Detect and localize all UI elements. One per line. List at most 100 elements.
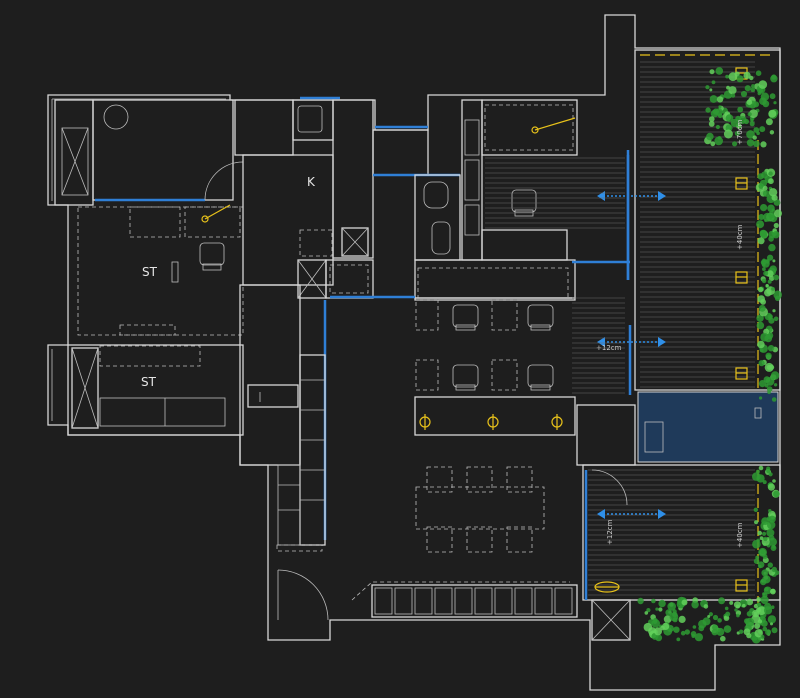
plant-leaf: [753, 141, 760, 148]
plant-leaf: [725, 607, 729, 611]
pond: [638, 392, 778, 462]
plant-leaf: [764, 289, 772, 297]
plant-leaf: [759, 466, 764, 471]
plant-leaf: [724, 625, 732, 633]
plant-leaf: [760, 204, 767, 211]
plant-leaf: [724, 130, 733, 139]
plant-leaf: [772, 231, 779, 238]
plant-leaf: [745, 85, 751, 91]
plant-leaf: [764, 606, 772, 614]
plant-leaf: [754, 508, 758, 512]
shelf-unit: [395, 588, 412, 614]
shelf-unit: [555, 588, 572, 614]
chair-icon: [528, 365, 553, 390]
plant-leaf: [713, 615, 718, 620]
plant-leaf: [768, 484, 775, 491]
plant-leaf: [759, 396, 762, 399]
plant-leaf: [736, 614, 740, 618]
plant-leaf: [768, 615, 776, 623]
plant-leaf: [744, 618, 750, 624]
plant-leaf: [734, 608, 737, 611]
plant-leaf: [756, 474, 764, 482]
plant-leaf: [710, 69, 715, 74]
plant-leaf: [754, 520, 758, 524]
plant-leaf: [706, 133, 714, 141]
plant-leaf: [768, 171, 772, 175]
dimension-label: +12cm: [606, 519, 614, 545]
plant-leaf: [772, 627, 778, 633]
ceiling-light-icon: [552, 414, 562, 430]
plant-leaf: [713, 108, 719, 114]
plant-leaf: [770, 75, 777, 82]
plant-leaf: [759, 97, 767, 105]
plant-leaf: [774, 317, 779, 322]
plant-leaf: [763, 190, 770, 197]
plant-leaf: [763, 537, 767, 541]
plant-leaf: [734, 601, 741, 608]
plant-leaf: [718, 113, 723, 118]
plant-leaf: [767, 391, 771, 395]
plant-leaf: [685, 629, 690, 634]
plant-leaf: [726, 114, 734, 122]
plant-leaf: [772, 195, 778, 201]
plant-leaf: [770, 130, 774, 134]
plant-leaf: [773, 275, 779, 281]
plant-leaf: [679, 616, 686, 623]
flow-arrow-icon: [597, 191, 666, 201]
plant-leaf: [771, 545, 777, 551]
plant-leaf: [760, 349, 764, 353]
plant-leaf: [756, 70, 762, 76]
room-label-storage-upper: ST: [142, 265, 158, 279]
chair-icon: [453, 365, 478, 390]
plant-leaf: [693, 625, 697, 629]
dining-area: [325, 260, 575, 552]
plant-leaf: [761, 550, 765, 554]
plant-leaf: [773, 101, 776, 104]
plant-leaf: [748, 112, 752, 116]
plant-leaf: [768, 280, 772, 284]
planter-icon: [736, 178, 747, 189]
plant-leaf: [765, 353, 771, 359]
plant-leaf: [729, 601, 733, 605]
plant-leaf: [750, 119, 753, 122]
plant-leaf: [765, 363, 774, 372]
plant-leaf: [759, 360, 765, 366]
plant-leaf: [653, 620, 658, 625]
plant-leaf: [757, 603, 761, 607]
plant-leaf: [761, 569, 768, 576]
plant-leaf: [758, 619, 762, 623]
plant-leaf: [757, 341, 765, 349]
shelf-unit: [535, 588, 552, 614]
plant-leaf: [717, 96, 723, 102]
plant-leaf: [772, 259, 775, 262]
plant-leaf: [767, 516, 772, 521]
plant-leaf: [769, 472, 773, 476]
plant-leaf: [758, 92, 762, 96]
plant-leaf: [771, 589, 776, 594]
plant-leaf: [768, 562, 773, 567]
plant-leaf: [770, 93, 776, 99]
plant-leaf: [744, 72, 751, 79]
plant-leaf: [771, 287, 775, 291]
plant-leaf: [742, 604, 746, 608]
plant-leaf: [763, 186, 768, 191]
plant-leaf: [705, 85, 709, 89]
plant-leaf: [763, 213, 772, 222]
plant-leaf: [747, 139, 754, 146]
plant-leaf: [768, 110, 776, 118]
plant-leaf: [756, 607, 761, 612]
plant-leaf: [772, 397, 777, 402]
room-label-storage-lower: ST: [141, 375, 157, 389]
plant-leaf: [768, 509, 771, 512]
plant-leaf: [755, 556, 759, 560]
plant-leaf: [766, 118, 773, 125]
planting: [637, 67, 782, 643]
plant-leaf: [763, 554, 768, 559]
plant-leaf: [757, 322, 765, 330]
plant-leaf: [774, 223, 779, 228]
plant-leaf: [768, 244, 775, 251]
plant-leaf: [753, 135, 757, 139]
plant-leaf: [765, 384, 769, 388]
plant-leaf: [725, 75, 729, 79]
dimension-label: +40cm: [736, 224, 744, 250]
